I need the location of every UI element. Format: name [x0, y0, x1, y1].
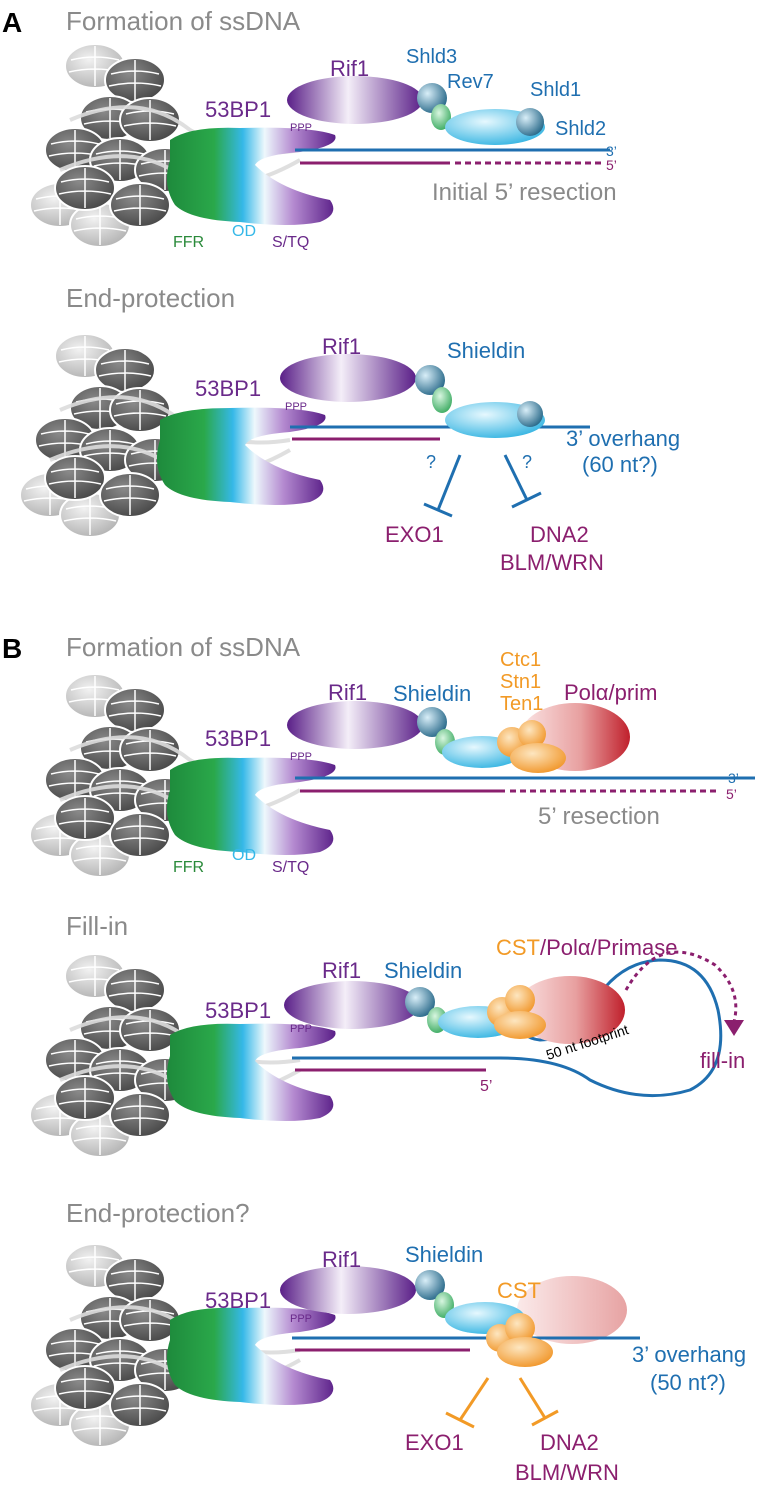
label-shld2: Shld2	[555, 118, 606, 140]
label-stq: S/TQ	[272, 234, 309, 251]
label-question-2: ?	[522, 452, 532, 472]
label-od: OD	[232, 847, 256, 864]
label-53bp1: 53BP1	[205, 726, 271, 751]
label-ppp: PPP	[285, 401, 307, 413]
label-ffr: FFR	[173, 859, 204, 876]
label-pola-primase: /Polα/Primase	[540, 935, 677, 960]
label-3prime: 3’	[606, 143, 617, 159]
rif1-shape-a2	[280, 354, 416, 402]
rif1-shape-b2	[284, 981, 420, 1029]
shieldin-ball-b2	[405, 987, 435, 1017]
label-exo1: EXO1	[405, 1430, 464, 1455]
label-blmwrn: BLM/WRN	[500, 550, 604, 575]
label-rev7: Rev7	[447, 71, 494, 93]
label-exo1: EXO1	[385, 522, 444, 547]
label-shieldin: Shieldin	[405, 1242, 483, 1267]
label-stn1: Stn1	[500, 671, 541, 693]
label-ten1: Ten1	[500, 693, 543, 715]
label-stq: S/TQ	[272, 859, 309, 876]
label-blmwrn: BLM/WRN	[515, 1460, 619, 1485]
label-5prime: 5’	[606, 157, 617, 173]
label-ctc1: Ctc1	[500, 649, 541, 671]
label-overhang-nt: (50 nt?)	[650, 1370, 726, 1395]
label-ffr: FFR	[173, 234, 204, 251]
shld1-ball-a1	[516, 108, 544, 136]
label-resection: Initial 5’ resection	[432, 179, 617, 206]
panel-a-title: Formation of ssDNA	[66, 6, 301, 36]
label-rif1: Rif1	[322, 958, 361, 983]
label-od: OD	[232, 223, 256, 240]
label-rif1: Rif1	[330, 56, 369, 81]
panel-letter-b: B	[2, 633, 22, 664]
label-rif1: Rif1	[328, 680, 367, 705]
label-ppp: PPP	[290, 1023, 312, 1035]
label-dna2: DNA2	[540, 1430, 599, 1455]
label-ppp: PPP	[290, 1313, 312, 1325]
label-pola: Polα/prim	[564, 680, 657, 705]
label-53bp1: 53BP1	[205, 1288, 271, 1313]
panel-b-formation: B Formation of ssDNA Rif1 53BP1 PPP Shie…	[2, 632, 755, 877]
label-rif1: Rif1	[322, 1247, 361, 1272]
label-ppp: PPP	[290, 751, 312, 763]
pola-shape-b3	[517, 1276, 627, 1344]
label-resection: 5’ resection	[538, 803, 660, 830]
panel-b-fill-in: Fill-in Rif1 53BP1 PPP Shieldin CST/Polα…	[30, 911, 745, 1157]
shieldin-ball2-a2	[517, 401, 543, 427]
53bp1-shape-a1	[166, 127, 336, 225]
label-cst: CST	[496, 935, 540, 960]
label-shld1: Shld1	[530, 79, 581, 101]
label-ppp: PPP	[290, 122, 312, 134]
label-fill-in: fill-in	[700, 1048, 745, 1073]
panel-a-formation: A Formation of ssDNA Rif1 53BP1 PPP Shld…	[2, 6, 617, 251]
panel-a-end-protection: End-protection Rif1 53BP1 PPP Shieldin ?…	[20, 283, 680, 575]
label-question-1: ?	[426, 452, 436, 472]
label-5prime: 5’	[480, 1078, 492, 1095]
panel-b-title: Formation of ssDNA	[66, 632, 301, 662]
panel-b3-title: End-protection?	[66, 1198, 250, 1228]
cst-ball3-b3	[497, 1337, 553, 1367]
label-shieldin: Shieldin	[447, 338, 525, 363]
panel-a2-title: End-protection	[66, 283, 235, 313]
label-53bp1: 53BP1	[205, 97, 271, 122]
rif1-shape-b1	[287, 701, 423, 749]
label-shieldin: Shieldin	[393, 681, 471, 706]
label-rif1: Rif1	[322, 334, 361, 359]
cst-ball3-b2	[494, 1011, 546, 1039]
label-cst: CST	[497, 1278, 541, 1303]
chromatin-b3	[30, 1244, 300, 1447]
shieldin-ball-b3	[415, 1270, 445, 1300]
53bp1-shape-b3	[166, 1307, 336, 1405]
panel-letter-a: A	[2, 7, 22, 38]
label-shieldin: Shieldin	[384, 958, 462, 983]
53bp1-shape-a2	[156, 407, 326, 505]
panel-b-end-protection: End-protection? Rif1 53BP1 PPP Shieldin …	[30, 1198, 746, 1485]
label-3prime: 3’	[728, 770, 739, 786]
cst-ball2-b3	[505, 1313, 535, 1343]
label-overhang: 3’ overhang	[566, 426, 680, 451]
shieldin-ball1-a2	[415, 365, 445, 395]
svg-text:CST/Polα/Primase: CST/Polα/Primase	[496, 935, 677, 960]
53bp1-shape-b2	[166, 1023, 336, 1121]
cst-ball3-b1	[510, 743, 566, 773]
label-overhang-nt: (60 nt?)	[582, 452, 658, 477]
cst-ball2-b1	[518, 720, 546, 748]
label-53bp1: 53BP1	[205, 998, 271, 1023]
panel-b2-title: Fill-in	[66, 911, 128, 941]
label-53bp1: 53BP1	[195, 376, 261, 401]
label-dna2: DNA2	[530, 522, 589, 547]
label-5prime: 5’	[726, 786, 737, 802]
cst-ball2-b2	[505, 985, 535, 1015]
label-overhang: 3’ overhang	[632, 1342, 746, 1367]
shieldin-green-a2	[432, 387, 452, 413]
rif1-shape-b3	[280, 1266, 416, 1314]
shieldin-ball-b1	[417, 707, 447, 737]
53bp1-shape-b1	[166, 757, 336, 855]
label-shld3: Shld3	[406, 46, 457, 68]
rif1-shape-a1	[287, 76, 423, 124]
